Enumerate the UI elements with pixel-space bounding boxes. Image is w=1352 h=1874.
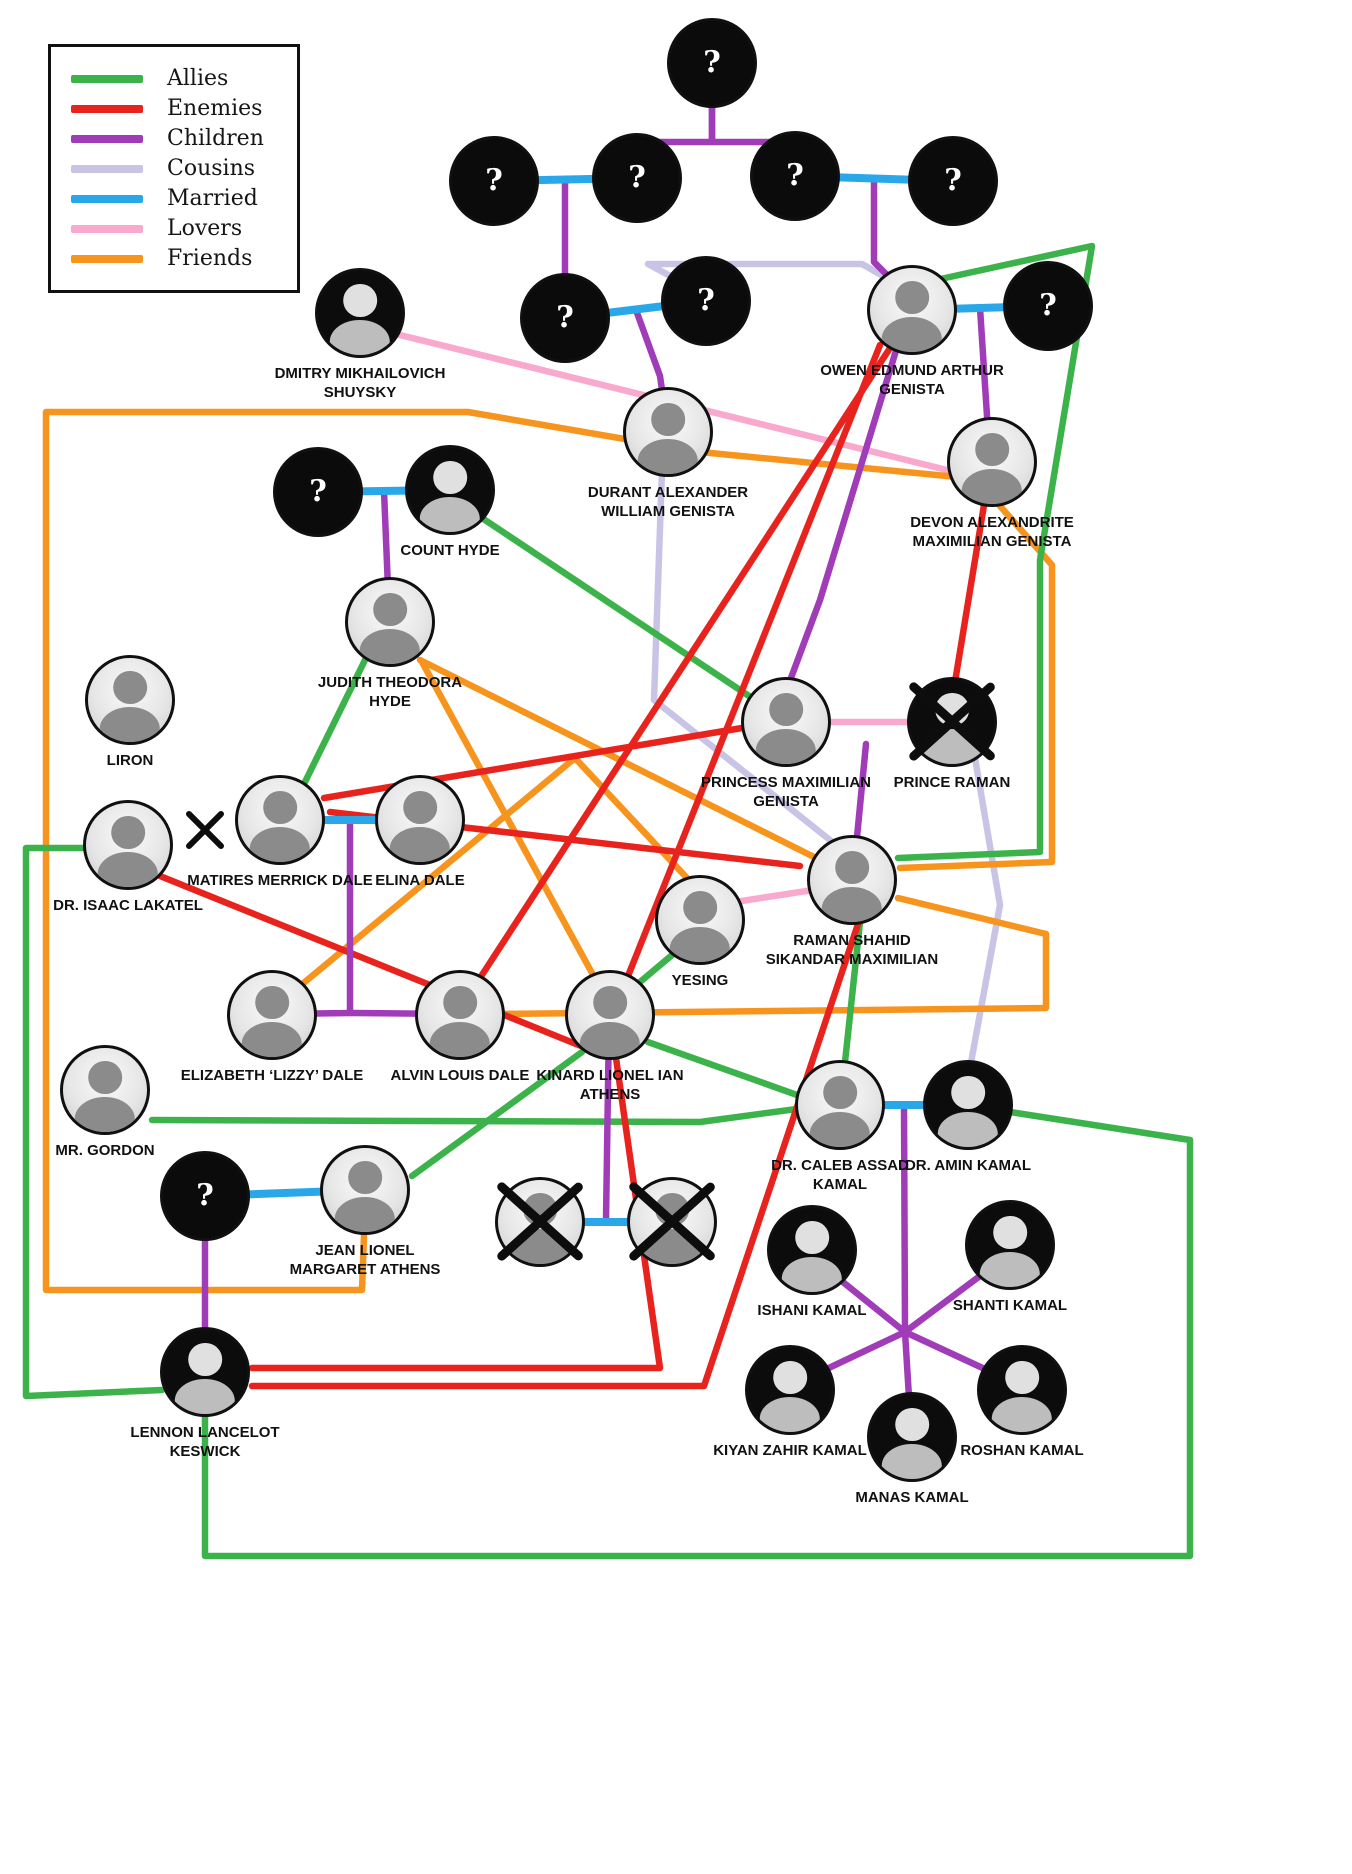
edge-married-q_athens_sp-jean	[201, 1186, 369, 1200]
edge-children-caleb-roshan	[901, 1328, 1019, 1387]
legend-item-lovers: Lovers	[71, 216, 277, 241]
legend-item-children: Children	[71, 126, 277, 151]
edge-children-caleb-shanti	[901, 1254, 1008, 1336]
legend-swatch-cousins	[71, 164, 143, 173]
legend-item-married: Married	[71, 186, 277, 211]
edge-cousins-q_c2-owen	[644, 260, 908, 296]
edge-children-caleb-manas	[901, 1328, 915, 1434]
edge-children-princess-raman_shahid	[850, 740, 870, 872]
edge-children-matires-alvin	[346, 1009, 459, 1018]
legend-swatch-children	[71, 134, 143, 143]
legend-swatch-lovers	[71, 224, 143, 233]
edge-enemies-devon-prince_raman	[951, 501, 988, 686]
edge-enemies-lennon-raman_shahid	[248, 920, 862, 1390]
edge-allies-judith-matires	[298, 654, 370, 792]
legend-label: Children	[167, 126, 264, 151]
edge-lovers-dmitry-devon	[396, 331, 959, 476]
edge-children-q_b1-owen	[870, 175, 912, 300]
edge-lovers-yesing-raman_shahid	[718, 884, 830, 908]
edge-friends-judith-raman_shahid	[416, 656, 836, 870]
legend-swatch-friends	[71, 254, 143, 263]
legend-label: Married	[167, 186, 258, 211]
edge-married-owen-q_owen_sp	[908, 302, 1052, 314]
edge-children-q_root-q_b1	[708, 59, 799, 180]
edge-children-deceased_a-kinard	[602, 1016, 613, 1224]
legend-item-allies: Allies	[71, 66, 277, 91]
edge-allies-isaac-lennon	[22, 844, 166, 1400]
edge-cousins-prince_raman-amin	[966, 754, 1004, 1072]
edge-married-q_a1-q_a2	[490, 174, 641, 185]
edge-children-count_hyde-judith	[380, 487, 392, 592]
legend-item-cousins: Cousins	[71, 156, 277, 181]
edge-children-matires-elizabeth	[276, 816, 354, 1018]
edge-allies-owen-raman_shahid	[894, 242, 1096, 862]
severed-bond-x	[186, 811, 224, 849]
edge-cousins-durant-raman_shahid	[650, 466, 849, 856]
edge-allies-kinard-yesing	[636, 946, 682, 986]
legend-label: Allies	[167, 66, 229, 91]
legend-label: Cousins	[167, 156, 256, 181]
legend-label: Lovers	[167, 216, 243, 241]
edge-children-caleb-kiyan	[793, 1328, 909, 1387]
edge-married-q_b1-q_b2	[791, 172, 957, 185]
edge-allies-gordon-caleb	[148, 1104, 808, 1126]
legend-item-enemies: Enemies	[71, 96, 277, 121]
edge-married-q_hyde_sp-count_hyde	[314, 486, 454, 496]
edge-children-caleb-kamal_children	[900, 1103, 909, 1336]
edge-enemies-isaac-kinard	[156, 872, 590, 1052]
legend-swatch-married	[71, 194, 143, 203]
legend-item-friends: Friends	[71, 246, 277, 271]
legend-swatch-allies	[71, 74, 143, 83]
edge-allies-jean-kinard	[408, 1048, 586, 1180]
legend-label: Friends	[167, 246, 253, 271]
edge-allies-count_hyde-princess	[478, 514, 759, 704]
edge-friends-alvin-raman_shahid	[498, 894, 1050, 1018]
edge-children-caleb-ishani	[814, 1258, 909, 1336]
edge-allies-lennon-amin	[201, 1108, 1194, 1560]
edge-children-q_c1-durant	[632, 306, 672, 436]
edge-allies-raman_shahid-caleb	[841, 918, 864, 1066]
edge-children-q_root-q_a2	[633, 59, 716, 182]
edge-allies-kinard-caleb	[644, 1038, 804, 1100]
legend-label: Enemies	[167, 96, 263, 121]
legend-swatch-enemies	[71, 104, 143, 113]
edge-children-owen-devon	[976, 304, 994, 466]
edge-enemies-owen-kinard	[624, 341, 884, 980]
edge-enemies-owen-alvin	[476, 344, 894, 982]
edge-friends-judith-kinard	[418, 658, 602, 988]
edge-children-owen-princess	[784, 340, 902, 690]
edge-enemies-lennon-kinard	[248, 1054, 664, 1372]
edge-friends-devon-raman_shahid	[896, 502, 1056, 872]
